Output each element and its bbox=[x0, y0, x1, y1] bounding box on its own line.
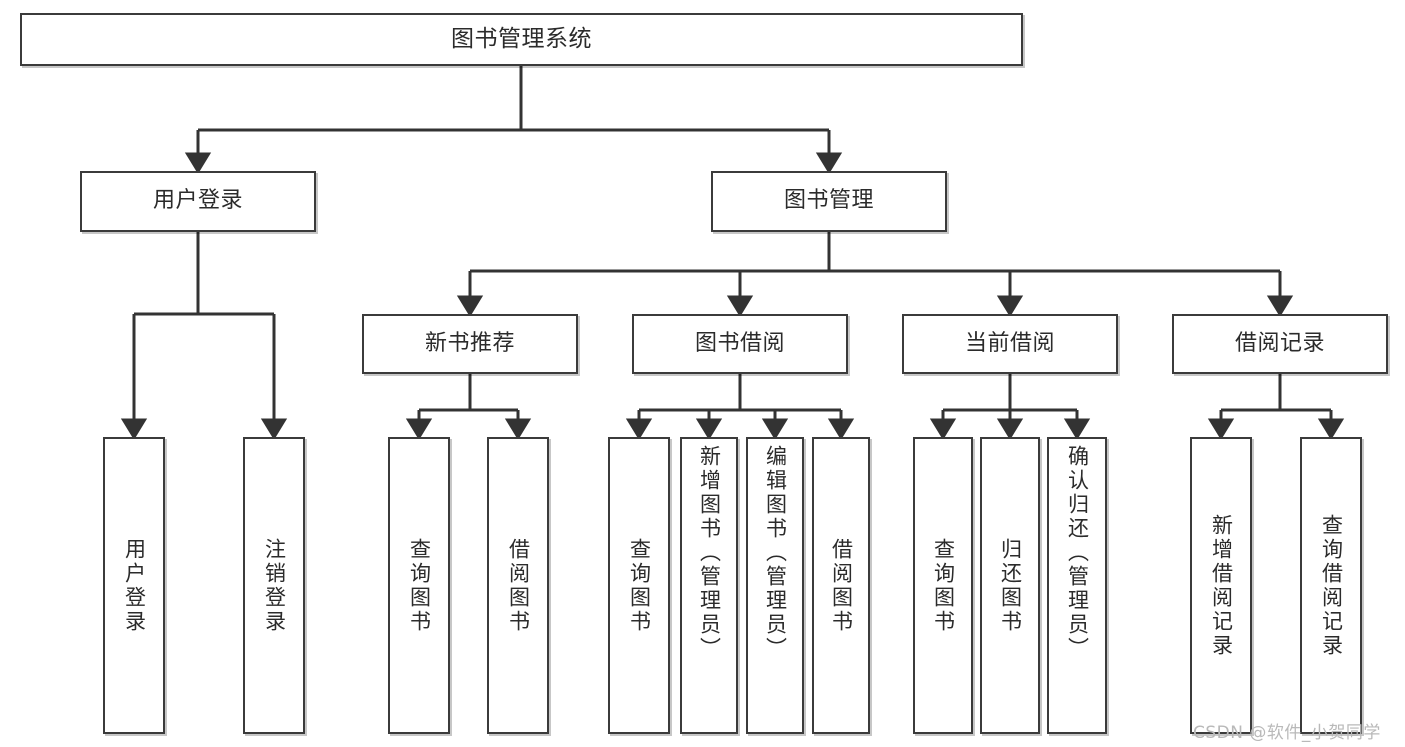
node-leaf-edit-book-admin[interactable]: 编辑图书（管理员） bbox=[746, 437, 804, 734]
node-book-manage[interactable]: 图书管理 bbox=[711, 171, 947, 232]
node-leaf-query-book-2-label: 查询图书 bbox=[627, 537, 652, 634]
node-leaf-add-book-admin[interactable]: 新增图书（管理员） bbox=[680, 437, 738, 734]
node-leaf-borrow-book-1-label: 借阅图书 bbox=[506, 537, 531, 634]
node-leaf-query-book-1[interactable]: 查询图书 bbox=[388, 437, 450, 734]
node-leaf-add-book-admin-label: 新增图书（管理员） bbox=[697, 445, 722, 661]
node-leaf-query-book-1-label: 查询图书 bbox=[407, 537, 432, 634]
node-book-borrow[interactable]: 图书借阅 bbox=[632, 314, 848, 374]
node-book-borrow-label: 图书借阅 bbox=[694, 330, 785, 356]
node-leaf-confirm-return-admin-label: 确认归还（管理员） bbox=[1065, 445, 1090, 661]
node-leaf-add-borrow-record-label: 新增借阅记录 bbox=[1209, 513, 1234, 658]
node-book-manage-label: 图书管理 bbox=[783, 188, 874, 214]
node-leaf-user-logout-label: 注销登录 bbox=[262, 537, 287, 634]
node-new-book-recommend-label: 新书推荐 bbox=[424, 330, 515, 356]
node-leaf-return-book-label: 归还图书 bbox=[998, 537, 1023, 634]
node-leaf-confirm-return-admin[interactable]: 确认归还（管理员） bbox=[1047, 437, 1107, 734]
node-current-borrow-label: 当前借阅 bbox=[964, 330, 1055, 356]
node-user-login[interactable]: 用户登录 bbox=[80, 171, 316, 232]
node-leaf-user-login[interactable]: 用户登录 bbox=[103, 437, 165, 734]
node-borrow-record[interactable]: 借阅记录 bbox=[1172, 314, 1388, 374]
node-leaf-query-borrow-record[interactable]: 查询借阅记录 bbox=[1300, 437, 1362, 734]
node-root-label: 图书管理系统 bbox=[451, 25, 592, 52]
node-leaf-user-login-label: 用户登录 bbox=[122, 537, 147, 634]
node-leaf-query-borrow-record-label: 查询借阅记录 bbox=[1319, 513, 1344, 658]
node-current-borrow[interactable]: 当前借阅 bbox=[902, 314, 1118, 374]
node-leaf-return-book[interactable]: 归还图书 bbox=[980, 437, 1040, 734]
node-leaf-borrow-book-2[interactable]: 借阅图书 bbox=[812, 437, 870, 734]
node-leaf-borrow-book-2-label: 借阅图书 bbox=[829, 537, 854, 634]
node-leaf-query-book-3[interactable]: 查询图书 bbox=[913, 437, 973, 734]
node-leaf-add-borrow-record[interactable]: 新增借阅记录 bbox=[1190, 437, 1252, 734]
node-leaf-edit-book-admin-label: 编辑图书（管理员） bbox=[763, 445, 788, 661]
node-leaf-borrow-book-1[interactable]: 借阅图书 bbox=[487, 437, 549, 734]
node-leaf-user-logout[interactable]: 注销登录 bbox=[243, 437, 305, 734]
node-borrow-record-label: 借阅记录 bbox=[1234, 330, 1325, 356]
node-leaf-query-book-3-label: 查询图书 bbox=[931, 537, 956, 634]
node-new-book-recommend[interactable]: 新书推荐 bbox=[362, 314, 578, 374]
node-root[interactable]: 图书管理系统 bbox=[20, 13, 1023, 66]
node-leaf-query-book-2[interactable]: 查询图书 bbox=[608, 437, 670, 734]
node-user-login-label: 用户登录 bbox=[152, 188, 243, 214]
